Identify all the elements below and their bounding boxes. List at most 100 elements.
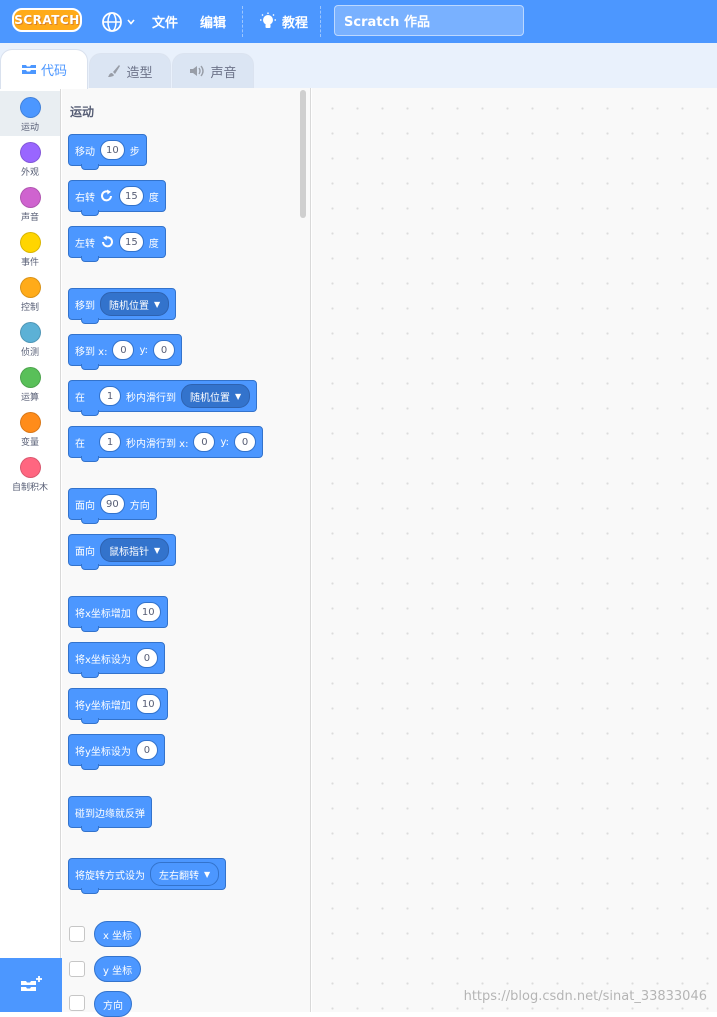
x-input[interactable]: 0 bbox=[193, 432, 216, 452]
block-set-y[interactable]: 将y坐标设为 0 bbox=[68, 734, 165, 770]
category-operators[interactable]: 运算 bbox=[0, 361, 60, 406]
rotate-counterclockwise-icon bbox=[102, 235, 113, 248]
goto-target-dropdown[interactable]: 随机位置 ▼ bbox=[100, 292, 170, 316]
block-set-x[interactable]: 将x坐标设为 0 bbox=[68, 642, 165, 678]
tab-sounds[interactable]: 声音 bbox=[172, 53, 254, 88]
direction-input[interactable]: 90 bbox=[100, 494, 125, 514]
block-point-towards[interactable]: 面向 鼠标指针 ▼ bbox=[68, 534, 177, 570]
category-my-blocks[interactable]: 自制积木 bbox=[0, 451, 60, 496]
value-input[interactable]: 10 bbox=[135, 602, 161, 622]
tutorials-button[interactable]: 教程 bbox=[258, 0, 308, 43]
value-input[interactable]: 0 bbox=[135, 740, 158, 760]
block-move-steps[interactable]: 移动 10 步 bbox=[68, 134, 147, 170]
caret-down-icon: ▼ bbox=[204, 869, 211, 879]
add-extension-button[interactable] bbox=[0, 958, 62, 1012]
add-extension-icon bbox=[21, 976, 42, 991]
reporter-y-position[interactable]: y 坐标 bbox=[94, 956, 142, 982]
category-label: 运算 bbox=[20, 393, 39, 403]
reporter-x-position[interactable]: x 坐标 bbox=[94, 921, 142, 947]
block-turn-right[interactable]: 右转 15 度 bbox=[68, 180, 166, 216]
glide-target-dropdown[interactable]: 随机位置 ▼ bbox=[181, 384, 251, 408]
block-change-x[interactable]: 将x坐标增加 10 bbox=[68, 596, 168, 632]
category-sensing-dot bbox=[19, 322, 41, 343]
block-label: y: bbox=[139, 344, 149, 356]
dropdown-value: 左右翻转 bbox=[159, 870, 199, 882]
tutorials-label: 教程 bbox=[282, 16, 309, 31]
x-input[interactable]: 0 bbox=[112, 340, 135, 360]
category-motion[interactable]: 运动 bbox=[0, 91, 60, 136]
y-position-checkbox[interactable] bbox=[69, 961, 85, 977]
block-label: 方向 bbox=[129, 500, 150, 512]
project-title-input[interactable]: Scratch 作品 bbox=[334, 5, 524, 36]
scratch-logo[interactable]: SCRATCH bbox=[12, 8, 82, 32]
block-label: 左转 bbox=[75, 238, 95, 250]
code-icon bbox=[21, 64, 36, 74]
block-point-in-direction[interactable]: 面向 90 方向 bbox=[68, 488, 157, 524]
dropdown-value: 随机位置 bbox=[190, 392, 230, 404]
dropdown-value: 鼠标指针 bbox=[109, 546, 149, 558]
block-label: 移动 bbox=[75, 146, 95, 158]
block-change-y[interactable]: 将y坐标增加 10 bbox=[68, 688, 168, 724]
file-menu[interactable]: 文件 bbox=[152, 0, 178, 43]
block-label: 将y坐标增加 bbox=[75, 700, 131, 712]
degrees-input[interactable]: 15 bbox=[119, 186, 144, 206]
edit-menu-label: 编辑 bbox=[200, 16, 227, 31]
steps-input[interactable]: 10 bbox=[100, 140, 125, 160]
block-goto-xy[interactable]: 移到 x: 0 y: 0 bbox=[68, 334, 183, 370]
block-label: 将x坐标增加 bbox=[75, 608, 131, 620]
script-workspace[interactable]: https://blog.csdn.net/sinat_33833046 bbox=[312, 88, 717, 1012]
block-label: 将y坐标设为 bbox=[75, 746, 131, 758]
block-label: 面向 bbox=[75, 546, 95, 558]
edit-menu[interactable]: 编辑 bbox=[200, 0, 226, 43]
tab-costumes-label: 造型 bbox=[126, 65, 153, 81]
reporter-label: 方向 bbox=[103, 1000, 123, 1012]
block-glide-to-xy[interactable]: 在 1 秒内滑行到 x: 0 y: 0 bbox=[68, 426, 264, 462]
category-events-dot bbox=[19, 232, 41, 253]
y-input[interactable]: 0 bbox=[153, 340, 176, 360]
seconds-input[interactable]: 1 bbox=[99, 386, 121, 406]
project-title-value: Scratch 作品 bbox=[344, 15, 430, 30]
category-sound[interactable]: 声音 bbox=[0, 181, 60, 226]
block-glide-to-target[interactable]: 在 1 秒内滑行到 随机位置 ▼ bbox=[68, 380, 258, 416]
category-label: 变量 bbox=[20, 438, 39, 448]
reporter-label: x 坐标 bbox=[103, 930, 133, 942]
towards-target-dropdown[interactable]: 鼠标指针 ▼ bbox=[100, 538, 170, 562]
block-label: 秒内滑行到 bbox=[126, 392, 176, 404]
caret-down-icon: ▼ bbox=[235, 391, 242, 401]
palette-scrollbar[interactable] bbox=[300, 90, 306, 218]
tab-costumes[interactable]: 造型 bbox=[89, 53, 171, 88]
category-events[interactable]: 事件 bbox=[0, 226, 60, 271]
menu-divider bbox=[242, 6, 243, 37]
category-operators-dot bbox=[19, 367, 41, 388]
category-sound-dot bbox=[19, 187, 41, 208]
value-input[interactable]: 10 bbox=[135, 694, 161, 714]
block-label: 面向 bbox=[75, 500, 95, 512]
degrees-input[interactable]: 15 bbox=[119, 232, 144, 252]
block-label: 移到 bbox=[75, 300, 95, 312]
file-menu-label: 文件 bbox=[152, 16, 179, 31]
seconds-input[interactable]: 1 bbox=[99, 432, 121, 452]
block-bounce-on-edge[interactable]: 碰到边缘就反弹 bbox=[68, 796, 152, 832]
language-menu[interactable] bbox=[101, 0, 136, 43]
category-variables[interactable]: 变量 bbox=[0, 406, 60, 451]
reporter-label: y 坐标 bbox=[103, 965, 133, 977]
block-turn-left[interactable]: 左转 15 度 bbox=[68, 226, 166, 262]
tab-code[interactable]: 代码 bbox=[0, 49, 88, 89]
category-sensing[interactable]: 侦测 bbox=[0, 316, 60, 361]
category-control[interactable]: 控制 bbox=[0, 271, 60, 316]
category-looks[interactable]: 外观 bbox=[0, 136, 60, 181]
y-input[interactable]: 0 bbox=[234, 432, 257, 452]
block-goto-target[interactable]: 移到 随机位置 ▼ bbox=[68, 288, 177, 324]
category-motion-dot bbox=[19, 97, 41, 118]
reporter-direction[interactable]: 方向 bbox=[94, 991, 132, 1017]
category-label: 自制积木 bbox=[11, 483, 48, 493]
direction-checkbox[interactable] bbox=[69, 995, 85, 1011]
globe-icon bbox=[102, 11, 122, 32]
block-set-rotation-style[interactable]: 将旋转方式设为 左右翻转 ▼ bbox=[68, 858, 227, 894]
rotation-style-dropdown[interactable]: 左右翻转 ▼ bbox=[150, 862, 220, 886]
x-position-checkbox[interactable] bbox=[69, 926, 85, 942]
block-label: 秒内滑行到 x: bbox=[126, 438, 189, 450]
block-label: 移到 x: bbox=[75, 346, 108, 358]
value-input[interactable]: 0 bbox=[135, 648, 158, 668]
category-label: 运动 bbox=[20, 123, 39, 133]
